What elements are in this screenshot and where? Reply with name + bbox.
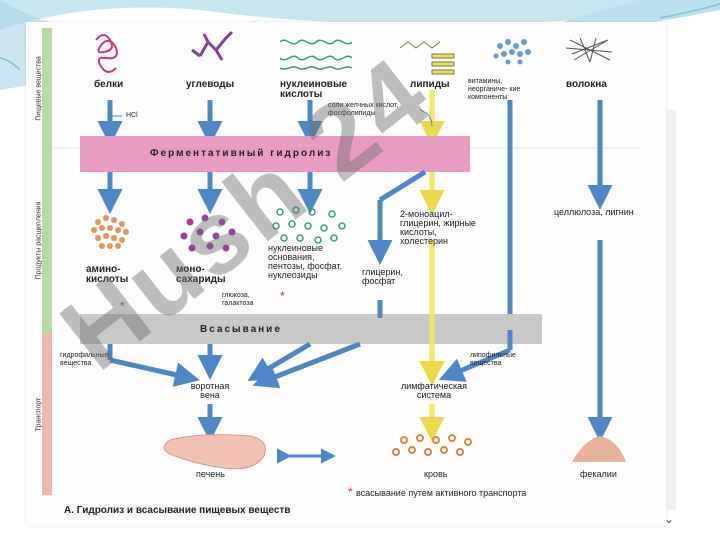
liver-icon — [163, 434, 266, 470]
nucleic-acid-icon — [279, 39, 353, 70]
label-hydrophilic: гидрофильные вещества — [60, 352, 109, 367]
scrollbar-track[interactable] — [666, 110, 676, 510]
label-carbs: углеводы — [186, 79, 235, 90]
label-hcl: HCl — [126, 112, 138, 119]
fiber-mesh-icon — [565, 37, 613, 63]
absorption-label: Всасывание — [200, 324, 282, 335]
band-label-transport: Транспорт — [35, 397, 43, 431]
label-bile: соли желчных кислот, фосфолипиды — [328, 102, 399, 117]
nucleotide-dots — [272, 206, 346, 244]
label-glycerol: глицерин, фосфат — [362, 267, 403, 286]
label-vitamins: витамины, неорганиче- кие компоненты — [468, 78, 521, 101]
active-star-legend: * — [348, 485, 353, 499]
label-proteins: белки — [94, 79, 124, 90]
label-feces: фекалии — [580, 469, 617, 479]
label-monoacyl: 2-моноацил- глицерин, жирные кислоты, хо… — [400, 209, 476, 246]
diagram-figure — [26, 22, 666, 526]
label-lymph: лимфатическая система — [400, 381, 468, 400]
active-star-amino: * — [120, 299, 125, 313]
label-blood: кровь — [424, 469, 448, 479]
feces-mound-icon — [572, 436, 626, 462]
label-lipids: липиды — [410, 79, 450, 90]
label-nucleic: нуклеиновые кислоты — [280, 79, 348, 100]
hydrolysis-bar — [80, 136, 470, 172]
scroll-down-chevron-icon[interactable]: ⌄ — [664, 512, 675, 526]
vitamin-cluster-icon — [493, 39, 531, 65]
band-food-strip — [42, 28, 52, 148]
label-gluc: глюкоза, галактоза — [222, 292, 254, 307]
band-transport-strip — [42, 333, 52, 495]
label-amino: амино- кислоты — [86, 264, 129, 285]
label-active-transport: всасывание путем активного транспорта — [356, 488, 527, 498]
hydrolysis-label: Ферментативный гидролиз — [150, 148, 333, 159]
label-cellulose: целлюлоза, лигнин — [554, 207, 634, 217]
amino-acid-dots — [91, 215, 129, 249]
band-label-food: Пищевые вещества — [35, 55, 43, 121]
monosaccharide-dots — [180, 214, 236, 252]
protein-chain-icon — [95, 34, 118, 73]
label-fibers: волокна — [566, 79, 607, 90]
label-mono: моно- сахариды — [176, 264, 226, 285]
figure-caption: А. Гидролиз и всасывание пищевых веществ — [64, 505, 291, 516]
label-lipophilic: липофильные вещества — [470, 352, 516, 367]
blood-cells-icon — [392, 434, 472, 456]
label-liver: печень — [196, 469, 225, 479]
label-nucleo: нуклеиновые основания, пентозы, фосфат, … — [268, 243, 343, 280]
lipid-structure-icon — [399, 41, 455, 75]
label-portal: воротная вена — [190, 381, 230, 400]
absorption-bar — [80, 314, 542, 344]
active-star-gluc: * — [280, 289, 285, 303]
band-products-strip — [42, 148, 52, 333]
carbohydrate-branch-icon — [191, 30, 234, 61]
